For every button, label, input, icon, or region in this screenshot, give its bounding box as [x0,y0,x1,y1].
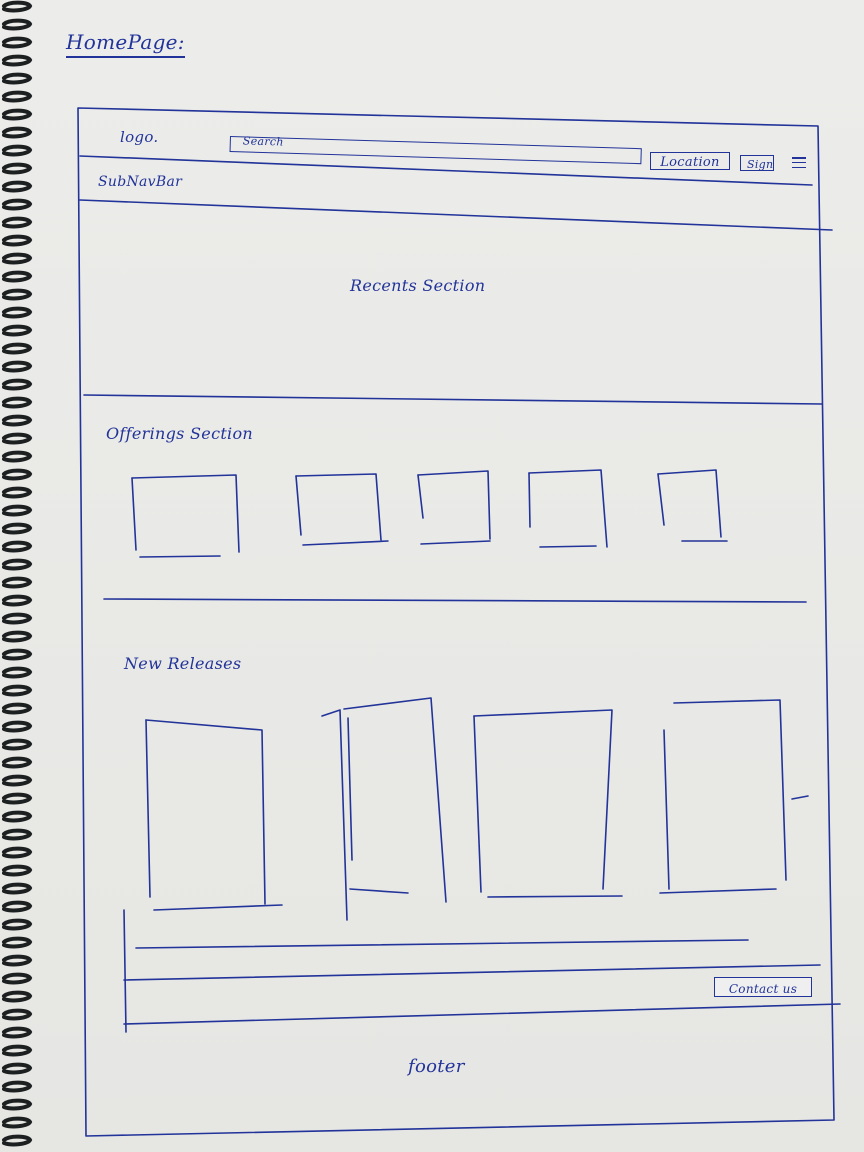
contact-us-button[interactable]: Contact us [714,977,812,997]
page-title: HomePage: [66,30,185,58]
subnav-bar[interactable]: SubNavBar [98,174,183,190]
spiral-binding [0,0,34,1152]
offerings-section-label: Offerings Section [106,424,254,443]
signin-button[interactable]: Sign [740,155,774,171]
recent-section-label: Recents Section [350,276,486,295]
new-releases-section-label: New Releases [124,654,242,673]
footer-label: footer [408,1056,465,1077]
location-button[interactable]: Location [650,152,730,170]
hamburger-menu-icon[interactable] [792,157,806,169]
search-placeholder: Search [242,134,284,149]
logo-placeholder[interactable]: logo. [120,128,159,146]
